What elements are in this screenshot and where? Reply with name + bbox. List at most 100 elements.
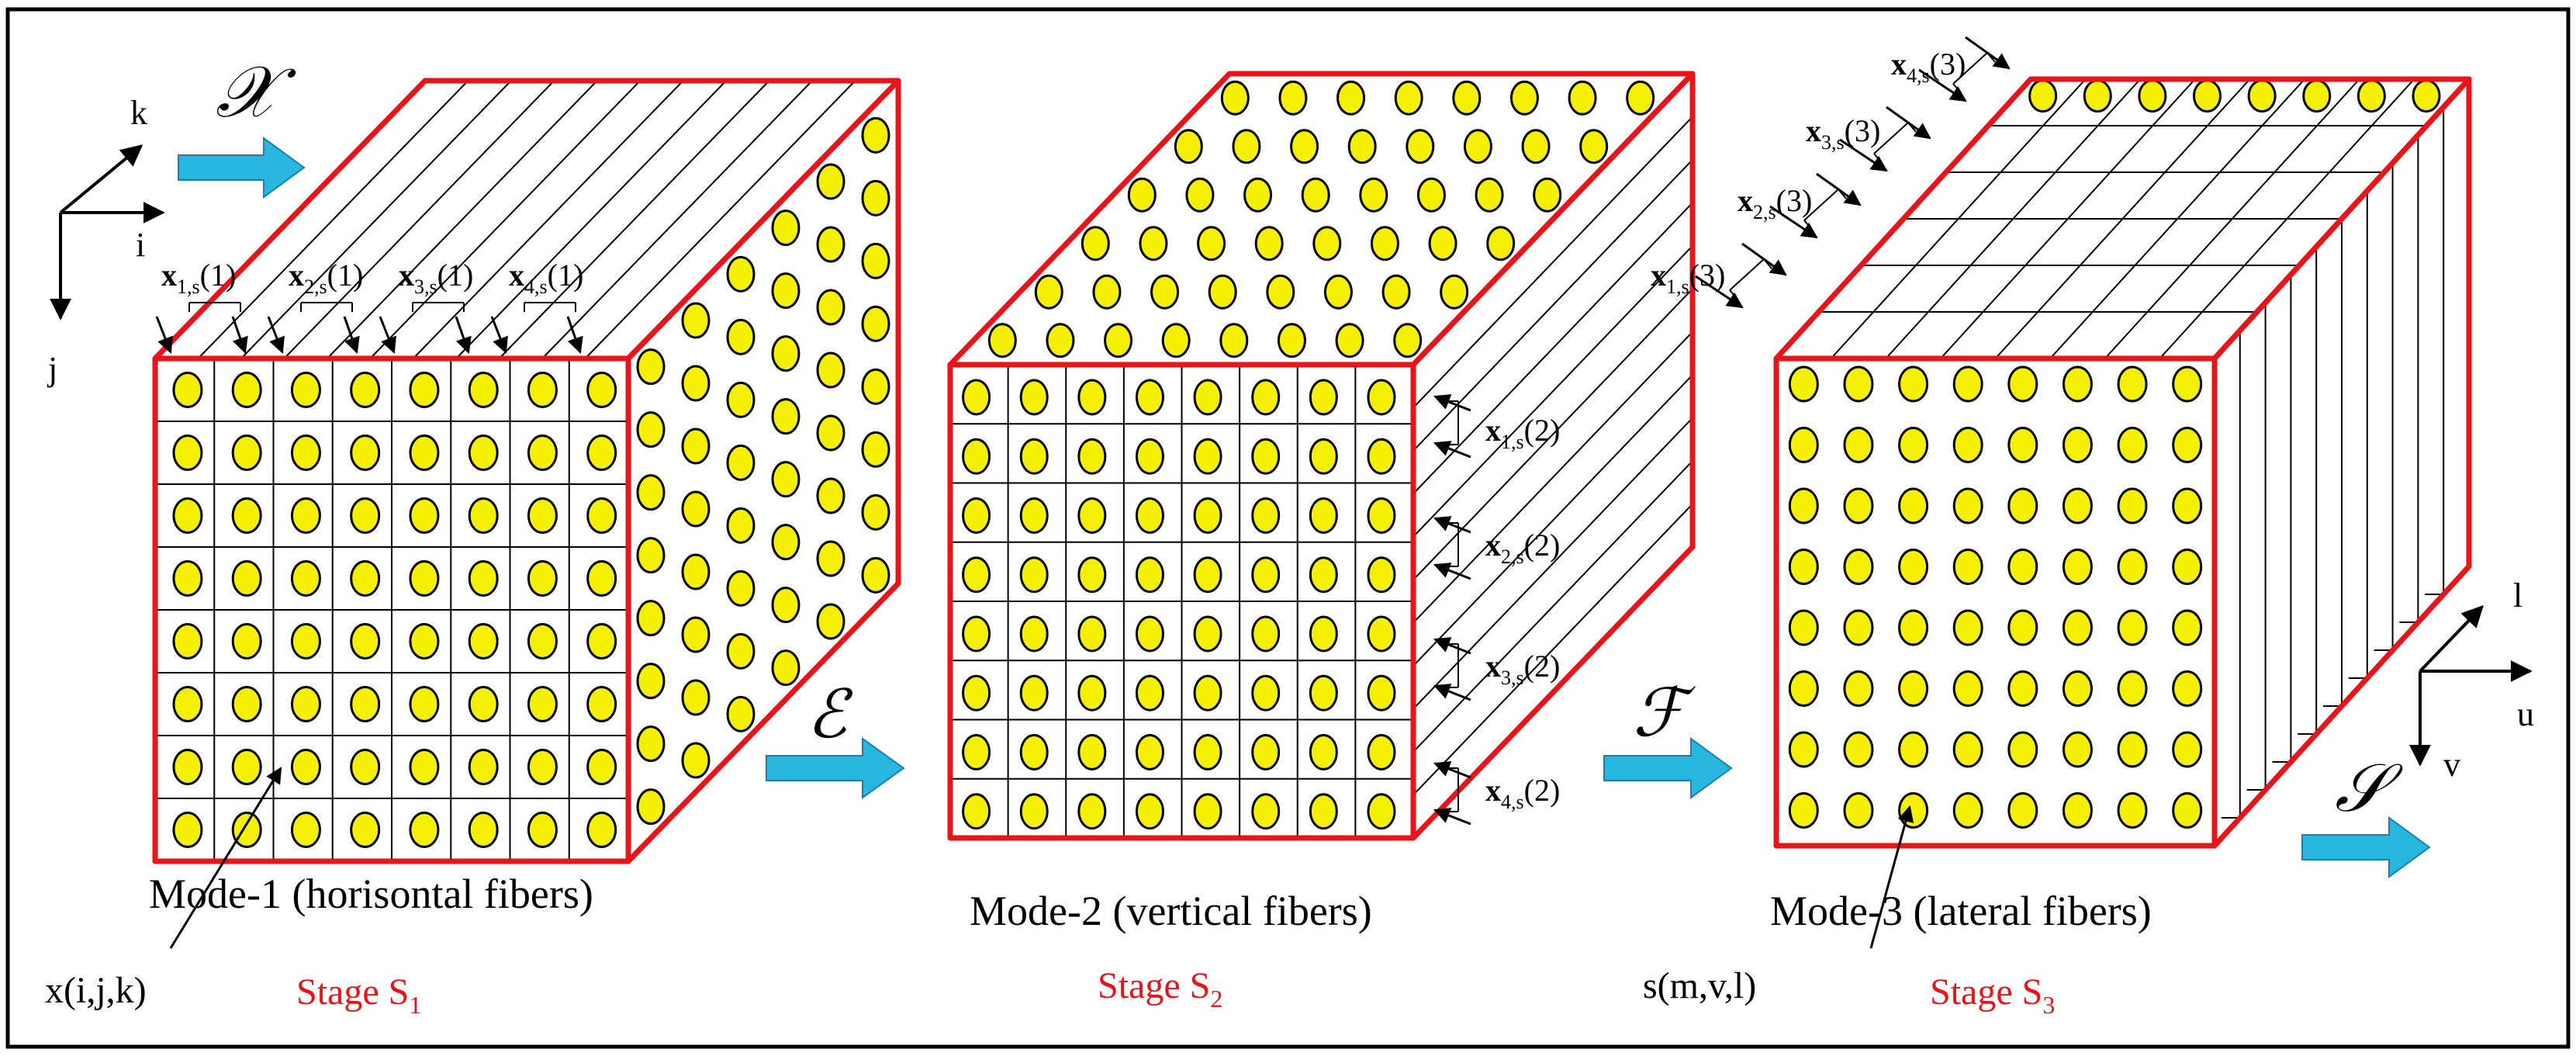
front-fiber-circle <box>2062 426 2093 463</box>
front-fiber-circle <box>1193 497 1222 534</box>
flow-arrow-f <box>1603 737 1733 799</box>
front-fiber-circle <box>1367 793 1396 830</box>
cube3-top-grid <box>1818 78 2441 359</box>
front-fiber-circle <box>172 560 203 597</box>
cube2-fiber-arrows <box>1433 394 1471 826</box>
top-fiber-circle <box>1104 323 1133 358</box>
top-fiber-circle <box>1312 226 1342 261</box>
flow-arrow-s <box>2301 816 2431 878</box>
fiber-label-x4s-2: x4,s(2) <box>1485 773 1560 813</box>
front-fiber-circle <box>1077 379 1107 416</box>
side-fiber-circle <box>726 444 756 481</box>
fiber-label-x3s-2: x3,s(2) <box>1485 649 1560 689</box>
cube2-front-grid <box>949 364 1414 839</box>
top-fiber-line <box>584 80 856 359</box>
front-fiber-circle <box>1193 793 1222 830</box>
front-fiber-circle <box>2007 731 2038 768</box>
front-fiber-circle <box>290 372 321 408</box>
flow-arrow-x <box>178 137 306 199</box>
front-fiber-circle <box>350 497 381 534</box>
cube1-top-fiber-lines <box>197 80 856 359</box>
front-fiber-circle <box>350 623 381 660</box>
top-fiber-line <box>413 80 684 359</box>
side-fiber-circle <box>771 461 800 498</box>
front-fiber-circle <box>1251 438 1281 475</box>
front-fiber-circle <box>1788 548 1819 585</box>
bracket-diag <box>1873 122 1909 154</box>
front-fiber-circle <box>2007 365 2038 403</box>
top-fiber-circle <box>2302 79 2332 113</box>
fiber-bracket-2 <box>267 302 360 354</box>
cube2-fiber-labels: x1,s(2) x2,s(2) x3,s(2) x4,s(2) <box>1485 413 1560 813</box>
top-fiber-circle <box>1521 129 1551 164</box>
fiber-bracket-3-3 <box>1839 106 1931 172</box>
front-fiber-circle <box>1193 379 1222 416</box>
cube1-front-grid <box>154 358 629 862</box>
front-fiber-circle <box>172 623 203 660</box>
front-fiber-circle <box>1077 733 1107 770</box>
front-fiber-circle <box>1367 379 1396 416</box>
front-fiber-circle <box>350 372 381 408</box>
stage-label-s1: Stage S1 <box>296 971 421 1019</box>
k-axis-arrow <box>59 144 143 214</box>
front-fiber-circle <box>527 812 558 848</box>
front-fiber-circle <box>527 560 558 597</box>
front-fiber-circle <box>1019 674 1049 712</box>
side-fiber-circle <box>726 507 756 544</box>
front-fiber-circle <box>468 686 499 722</box>
side-fiber-circle <box>816 477 845 514</box>
front-fiber-circle <box>962 556 991 594</box>
front-fiber-circle <box>2062 548 2093 585</box>
front-fiber-circle <box>2172 487 2203 525</box>
front-fiber-circle <box>2007 791 2038 829</box>
element-pointer-arrow <box>169 767 282 949</box>
front-fiber-circle <box>2117 609 2148 646</box>
top-fiber-circle <box>1278 80 1308 116</box>
front-fiber-circle <box>468 435 499 471</box>
front-fiber-circle <box>2117 670 2148 707</box>
front-fiber-circle <box>1843 731 1874 768</box>
front-fiber-circle <box>1309 556 1338 594</box>
top-fiber-circle <box>1243 177 1273 213</box>
fiber-arrow-right <box>455 316 472 354</box>
bracket-end-a <box>1873 153 1883 164</box>
side-fiber-circle <box>681 742 711 779</box>
side-fiber-circle <box>726 381 756 418</box>
front-fiber-circle <box>586 497 617 534</box>
fiber-bracket-3 <box>379 302 472 354</box>
side-fiber-line <box>1412 245 1693 538</box>
side-fiber-circle <box>771 209 800 247</box>
side-fiber-circle <box>771 649 800 687</box>
cube2-front-fibers <box>962 379 1396 830</box>
front-fiber-circle <box>290 497 321 534</box>
top-fiber-circle <box>1370 226 1399 261</box>
top-fiber-circle <box>1452 80 1482 116</box>
front-fiber-circle <box>1309 733 1338 770</box>
fiber-label-x3s-1: x3,s(1) <box>399 258 473 298</box>
top-fiber-circle <box>1301 177 1330 213</box>
front-fiber-circle <box>468 372 499 408</box>
cube3-fiber-labels: x1,s(3) x2,s(3) x3,s(3) x4,s(3) <box>1651 47 1966 298</box>
top-fiber-line <box>369 80 641 359</box>
cube-mode-1: x1,s(1) x2,s(1) x3,s(1) x4,s(1) Mode-1 (… <box>45 78 901 1019</box>
side-fiber-circle <box>771 587 800 624</box>
front-fiber-circle <box>172 435 203 471</box>
front-fiber-circle <box>1309 497 1338 534</box>
side-fiber-circle <box>816 226 845 263</box>
k-axis-label: k <box>130 94 147 132</box>
top-fiber-circle <box>1266 274 1295 310</box>
l-axis-arrow <box>2419 604 2484 673</box>
front-fiber-circle <box>1309 793 1338 830</box>
side-fiber-circle <box>726 318 756 355</box>
front-fiber-circle <box>2007 548 2038 585</box>
side-fiber-circle <box>681 679 711 716</box>
front-fiber-circle <box>468 812 499 848</box>
element-label-xijk: x(i,j,k) <box>45 970 147 1011</box>
fiber-arrow-a <box>1695 275 1744 309</box>
top-fiber-line <box>197 80 469 359</box>
top-fiber-circle <box>1568 80 1597 116</box>
front-fiber-circle <box>527 497 558 534</box>
front-fiber-circle <box>409 749 440 785</box>
side-fiber-circle <box>861 556 890 594</box>
